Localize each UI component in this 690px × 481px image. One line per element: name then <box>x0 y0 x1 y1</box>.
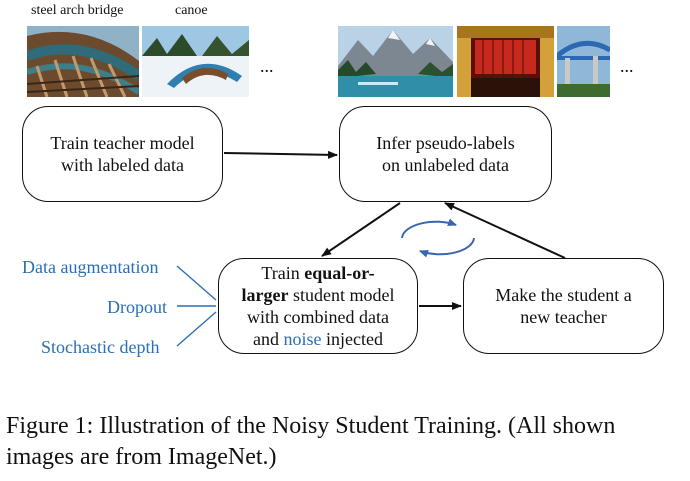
student-line2: larger student model <box>241 285 395 305</box>
cycle-icon <box>401 218 475 258</box>
noise-data-augmentation: Data augmentation <box>22 257 159 277</box>
train-teacher-line1: Train teacher model <box>50 133 195 153</box>
new-teacher-line1: Make the student a <box>495 285 632 305</box>
new-teacher-line2: new teacher <box>520 307 607 327</box>
image-label-steel-arch-bridge: steel arch bridge <box>31 3 124 18</box>
student-line1: Train equal-or- <box>261 263 375 283</box>
noise-stochastic-depth: Stochastic depth <box>41 337 160 357</box>
train-teacher-box: Train teacher model with labeled data <box>22 106 223 202</box>
photo-steel-arch-bridge <box>27 26 139 97</box>
ellipsis-unlabeled: ... <box>620 56 634 76</box>
infer-pseudo-labels-box: Infer pseudo-labels on unlabeled data <box>339 106 552 202</box>
arrow-teacher-to-infer <box>223 150 338 159</box>
student-line3: with combined data <box>247 307 389 327</box>
image-label-canoe: canoe <box>175 3 208 18</box>
photo-mountain-lake <box>338 26 453 97</box>
photo-steel-bridge-blue <box>557 26 610 97</box>
photo-canoe <box>142 26 249 97</box>
train-teacher-line2: with labeled data <box>61 155 184 175</box>
noise-word: noise <box>283 329 322 349</box>
noise-connector-lines <box>176 265 217 347</box>
train-student-box: Train equal-or- larger student model wit… <box>218 258 418 354</box>
noise-dropout: Dropout <box>107 297 167 317</box>
arrow-new-teacher-to-infer <box>444 202 566 259</box>
arrow-infer-to-student <box>321 202 401 257</box>
infer-line2: on unlabeled data <box>382 155 509 175</box>
photo-theater-stage <box>457 26 554 97</box>
figure-caption: Figure 1: Illustration of the Noisy Stud… <box>6 413 616 470</box>
new-teacher-box: Make the student a new teacher <box>463 258 664 354</box>
ellipsis-labeled: ... <box>260 56 274 76</box>
infer-line1: Infer pseudo-labels <box>376 133 515 153</box>
student-line4: and noise injected <box>253 329 383 349</box>
